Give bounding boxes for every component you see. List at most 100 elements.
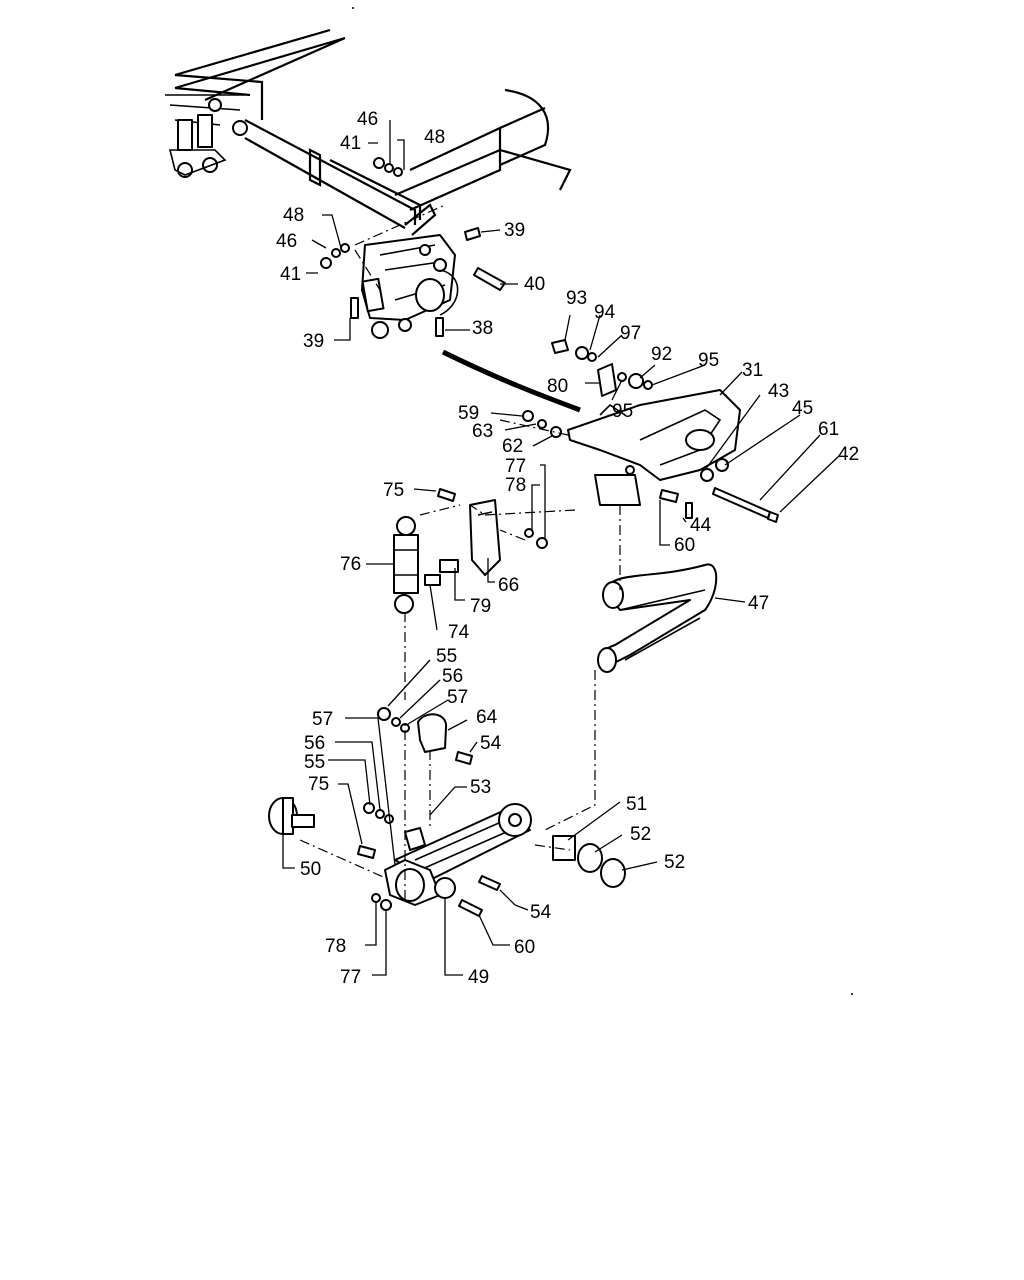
bushings-51-52 (552, 835, 626, 888)
bushing-52b (600, 858, 626, 888)
bracket-53 (404, 827, 426, 851)
nut-55b (363, 802, 375, 814)
label-76: 76 (340, 554, 361, 575)
bolt-54b (478, 875, 501, 891)
label-97: 97 (620, 323, 641, 344)
label-49: 49 (468, 967, 489, 988)
label-54b: 54 (530, 902, 552, 923)
plate-79 (439, 559, 459, 573)
washer-78a (524, 528, 534, 538)
label-77a: 77 (505, 456, 526, 477)
label-59: 59 (458, 403, 479, 424)
bracket-80 (597, 363, 617, 397)
washer-95a (617, 372, 627, 382)
washer-97 (587, 352, 597, 362)
label-39a: 39 (504, 220, 525, 241)
label-43: 43 (768, 381, 789, 402)
upper-fasteners (320, 157, 506, 337)
label-48a: 48 (424, 127, 445, 148)
label-51: 51 (626, 794, 647, 815)
belt-47 (597, 563, 718, 673)
nut-41a (373, 157, 385, 169)
washer-48a (393, 167, 403, 177)
label-41a: 41 (340, 133, 361, 154)
nut-77a (536, 537, 548, 549)
bushing-52a (577, 843, 603, 873)
label-44: 44 (690, 515, 712, 536)
washer-46a (384, 163, 394, 173)
label-60a: 60 (674, 535, 695, 556)
label-55a: 55 (436, 646, 457, 667)
label-79: 79 (470, 596, 491, 617)
label-95a: 95 (698, 350, 719, 371)
cover-64 (417, 713, 448, 753)
bolt-39b (350, 297, 359, 319)
label-40: 40 (524, 274, 545, 295)
washer-48b (340, 243, 350, 253)
shock-absorber-76 (393, 516, 419, 614)
bolt-44 (685, 502, 693, 519)
nut-59 (522, 410, 534, 422)
label-74: 74 (448, 622, 470, 643)
label-66: 66 (498, 575, 519, 596)
label-31: 31 (742, 360, 763, 381)
label-52b: 52 (664, 852, 685, 873)
bracket-fasteners (522, 339, 779, 523)
bushing-50 (268, 797, 315, 835)
nut-45 (715, 458, 729, 472)
label-45: 45 (792, 398, 813, 419)
part-labels: 46 41 48 48 46 41 39 40 39 38 93 94 97 9… (276, 109, 859, 988)
bushing-49 (434, 877, 456, 899)
label-48b: 48 (283, 205, 304, 226)
bolt-74 (424, 574, 441, 586)
label-78b: 78 (325, 936, 346, 957)
label-64: 64 (476, 707, 498, 728)
assembly-lines (299, 204, 621, 900)
label-42: 42 (838, 444, 859, 465)
bolt-75a (437, 488, 456, 502)
nut-41b (320, 257, 332, 269)
label-46b: 46 (276, 231, 297, 252)
label-47: 47 (748, 593, 769, 614)
bolt-40 (473, 267, 506, 291)
scan-speck (352, 7, 354, 9)
clip-42 (767, 511, 779, 523)
label-55b: 55 (304, 752, 325, 773)
bolt-75b (357, 845, 376, 859)
washer-95b (643, 380, 653, 390)
nut-77b (380, 899, 392, 911)
bolt-54a (455, 751, 473, 765)
nut-55a (377, 707, 391, 721)
bolt-38 (435, 317, 444, 337)
label-50: 50 (300, 859, 321, 880)
bolt-60a (659, 489, 679, 503)
label-38: 38 (472, 318, 493, 339)
label-41b: 41 (280, 264, 301, 285)
bolt-60b (458, 899, 483, 917)
pin-61 (712, 487, 771, 519)
vehicle-frame (165, 28, 572, 236)
small-parts-74-79 (424, 488, 548, 586)
label-39b: 39 (303, 331, 324, 352)
leader-lines (282, 120, 841, 976)
label-57a: 57 (447, 687, 468, 708)
label-92: 92 (651, 344, 672, 365)
label-54a: 54 (480, 733, 502, 754)
washer-78b (371, 893, 381, 903)
scan-speck (851, 993, 853, 995)
washer-63 (537, 419, 547, 429)
plate-66 (469, 499, 501, 576)
label-57b: 57 (312, 709, 333, 730)
label-53: 53 (470, 777, 491, 798)
label-75b: 75 (308, 774, 329, 795)
label-77b: 77 (340, 967, 361, 988)
washer-56b (375, 809, 385, 819)
washer-94 (575, 346, 589, 360)
label-56a: 56 (442, 666, 463, 687)
bolt-93 (551, 339, 569, 354)
label-95b: 95 (612, 401, 633, 422)
label-93: 93 (566, 288, 587, 309)
washer-46b (331, 248, 341, 258)
label-78a: 78 (505, 475, 526, 496)
